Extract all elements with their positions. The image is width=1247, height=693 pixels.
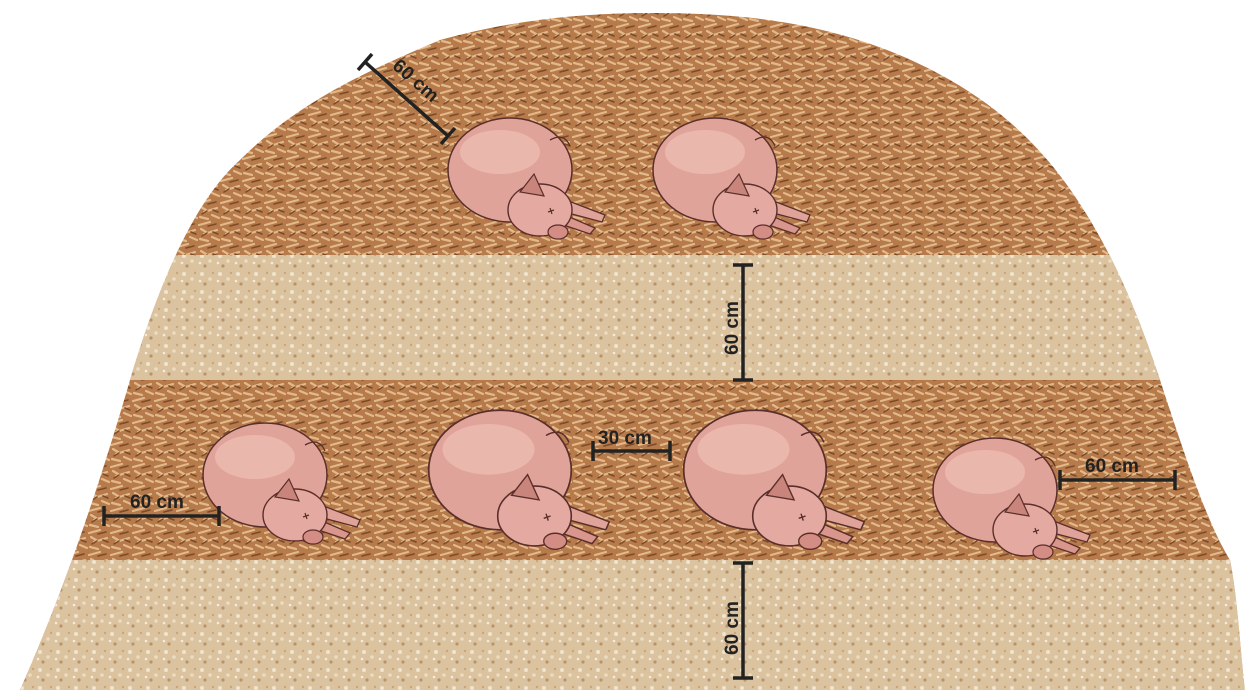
label-middle-gap: 30 cm — [598, 428, 652, 449]
sawdust-band-upper — [0, 255, 1247, 380]
sawdust-band-lower — [0, 560, 1247, 693]
label-right-edge: 60 cm — [1085, 456, 1139, 477]
label-upper-vertical: 60 cm — [722, 301, 743, 355]
label-left-edge: 60 cm — [130, 492, 184, 513]
label-lower-vertical: 60 cm — [722, 601, 743, 655]
